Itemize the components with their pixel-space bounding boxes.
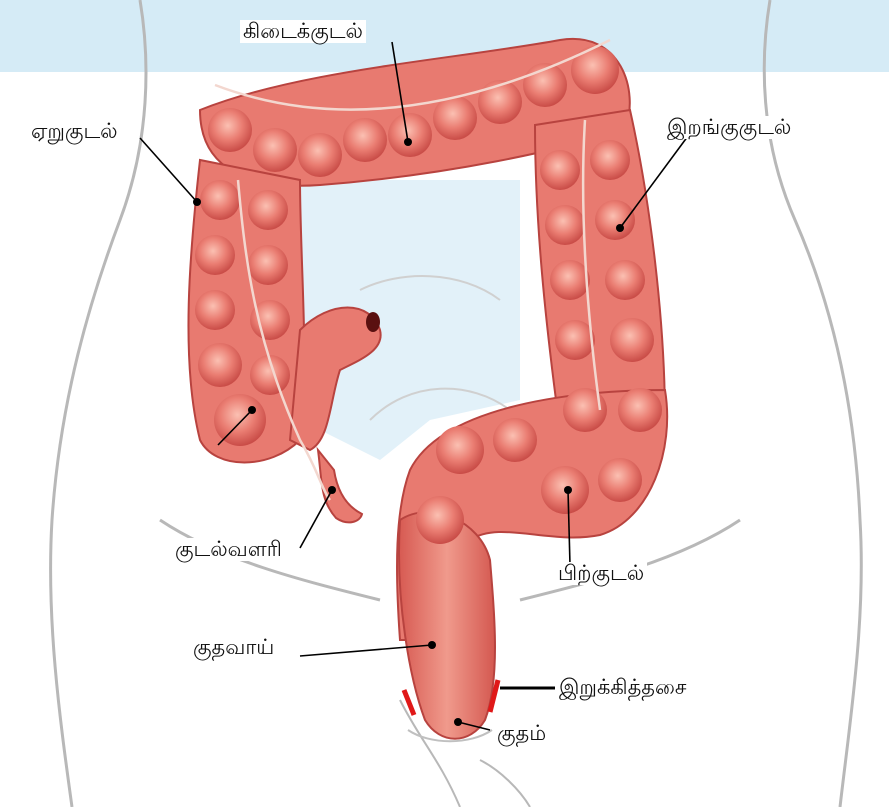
label-sphincter: இறுக்கித்தசை (556, 676, 689, 699)
label-transverse-colon: கிடைக்குடல் (240, 20, 366, 43)
label-rectum: குதவாய் (190, 636, 277, 659)
label-ascending-colon: ஏறுகுடல் (28, 120, 121, 143)
label-appendix: குடல்வளரி (172, 538, 285, 561)
rectum (399, 512, 495, 739)
label-anus: குதம் (494, 722, 549, 745)
appendix (318, 450, 362, 522)
label-descending-colon: இறங்குகுடல் (664, 116, 794, 139)
cecum-opening (366, 312, 380, 332)
label-sigmoid-colon: பிற்குடல் (555, 562, 647, 585)
